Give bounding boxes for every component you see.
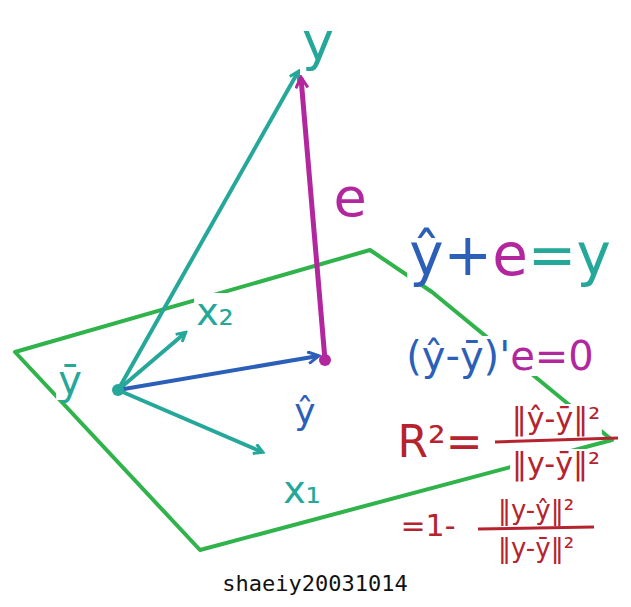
fitted-point	[319, 354, 331, 366]
vector-label: e	[331, 171, 368, 225]
x1-vector	[118, 390, 262, 452]
formula-part: R²=	[395, 420, 484, 464]
equation: ŷ+e=y	[407, 226, 613, 284]
mean-point	[112, 384, 124, 396]
vector-label: y	[300, 15, 336, 69]
y-vector	[118, 72, 298, 390]
fraction-bar	[495, 438, 618, 442]
point-label: ȳ	[56, 360, 84, 400]
point-label: ŷ	[292, 394, 317, 430]
fraction-numerator: ‖y-ŷ‖²	[496, 497, 576, 523]
fraction-bar	[478, 527, 594, 529]
fraction-denominator: ‖y-ȳ‖²	[496, 535, 576, 561]
vector-label: x₁	[281, 471, 323, 509]
vector-label: x₂	[194, 293, 236, 331]
yhat-vector	[118, 356, 318, 390]
residual-vector	[301, 78, 325, 360]
equation: (ŷ-ȳ)'e=0	[404, 336, 596, 376]
fraction-denominator: ‖y-ȳ‖²	[510, 449, 602, 479]
plane-outline	[15, 250, 612, 550]
fraction-numerator: ‖ŷ-ȳ‖²	[510, 404, 602, 434]
watermark: shaeiy20031014	[220, 573, 409, 595]
formula-part: =1-	[398, 511, 457, 541]
